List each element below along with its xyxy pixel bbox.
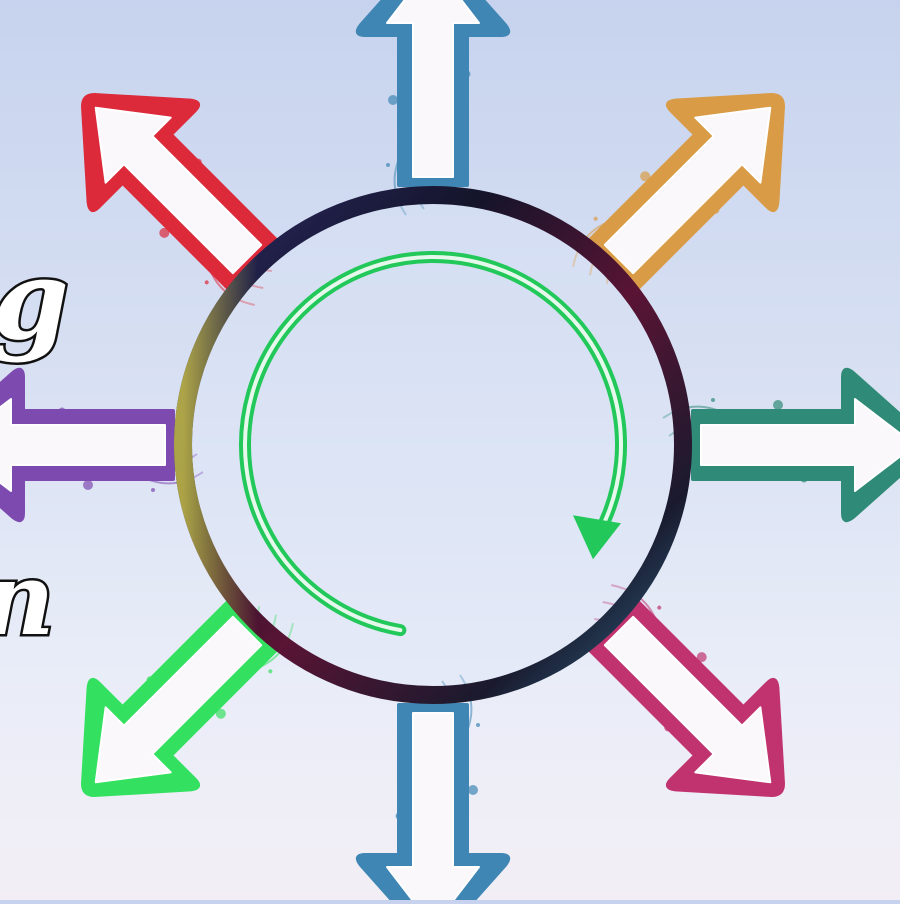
- edge-letter-top: g: [0, 233, 71, 367]
- arrow-fill: [700, 398, 900, 492]
- ornament-dot: [388, 95, 398, 105]
- arrow-fill: [94, 106, 263, 275]
- ornament-dot: [476, 723, 480, 727]
- cycle-arrowhead: [572, 515, 621, 560]
- ornament-dot: [640, 171, 651, 182]
- arrow-down-left-icon: [80, 597, 294, 798]
- ring-highlight: [174, 186, 692, 704]
- arrow-fill: [386, 0, 480, 178]
- ornament-dot: [83, 480, 93, 490]
- arrow-fill: [94, 615, 263, 784]
- arrow-fill: [603, 106, 772, 275]
- ornament-dot: [204, 280, 209, 285]
- arrow-right-icon: [662, 367, 900, 523]
- center-ring: [174, 186, 692, 704]
- arrow-fill: [0, 398, 166, 492]
- arrow-left-icon: [0, 367, 204, 523]
- ornament-dot: [593, 216, 598, 221]
- ornament-dot: [151, 488, 155, 492]
- cycle-arc-highlight: [243, 255, 623, 633]
- ornament-dot: [468, 785, 478, 795]
- arrow-fill: [603, 615, 772, 784]
- arrow-up-icon: [355, 0, 511, 216]
- ornament-dot: [386, 163, 390, 167]
- ornament-dot: [773, 400, 783, 410]
- ornament-dot: [711, 398, 715, 402]
- cycle-arrow-icon: [239, 251, 627, 637]
- ornament-dot: [215, 708, 226, 719]
- edge-letter-bottom: n: [0, 538, 57, 661]
- ornament-dot: [657, 605, 662, 610]
- ornament-dot: [696, 652, 707, 663]
- ornament-dot: [268, 669, 273, 674]
- arrow-fill: [386, 712, 480, 904]
- ornament-dot: [159, 227, 170, 238]
- arrow-down-icon: [355, 674, 511, 904]
